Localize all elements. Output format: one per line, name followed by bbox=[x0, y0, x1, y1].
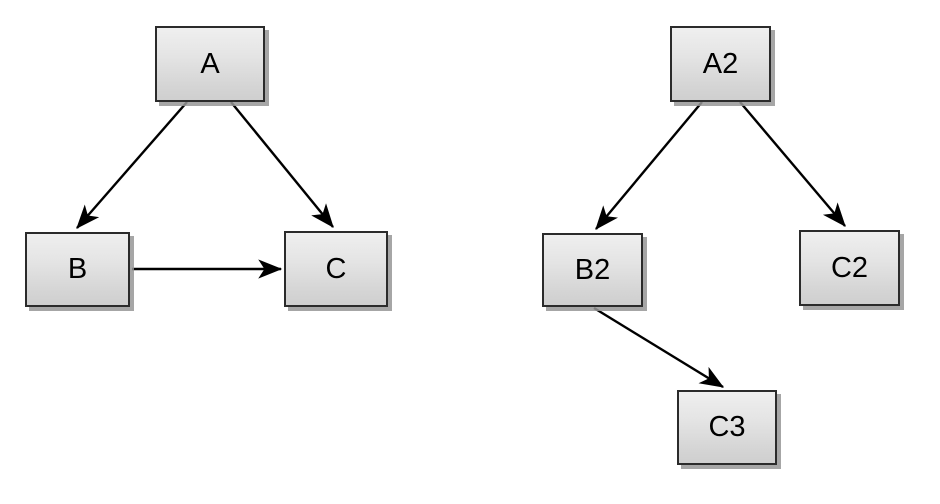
edge-a-to-b bbox=[76, 101, 188, 229]
node-label-c3: C3 bbox=[708, 411, 746, 443]
node-label-a: A bbox=[200, 47, 220, 80]
node-label-a2: A2 bbox=[702, 47, 739, 80]
node-a2[interactable]: A2 bbox=[670, 26, 771, 102]
node-c3[interactable]: C3 bbox=[677, 390, 777, 465]
edges-group bbox=[76, 101, 846, 389]
node-label-b2: B2 bbox=[574, 253, 611, 286]
node-label-b: B bbox=[67, 253, 88, 285]
node-b2[interactable]: B2 bbox=[542, 233, 643, 307]
node-c2[interactable]: C2 bbox=[799, 230, 900, 306]
node-a[interactable]: A bbox=[155, 26, 265, 102]
node-label-c: C bbox=[325, 252, 347, 285]
edge-a2-to-c2 bbox=[739, 101, 846, 227]
edge-b2-to-c3 bbox=[593, 306, 725, 389]
edge-a2-to-b2 bbox=[595, 101, 703, 230]
edge-a-to-c bbox=[230, 101, 334, 228]
node-c[interactable]: C bbox=[284, 231, 388, 307]
node-b[interactable]: B bbox=[25, 232, 130, 307]
node-label-c2: C2 bbox=[830, 251, 869, 284]
